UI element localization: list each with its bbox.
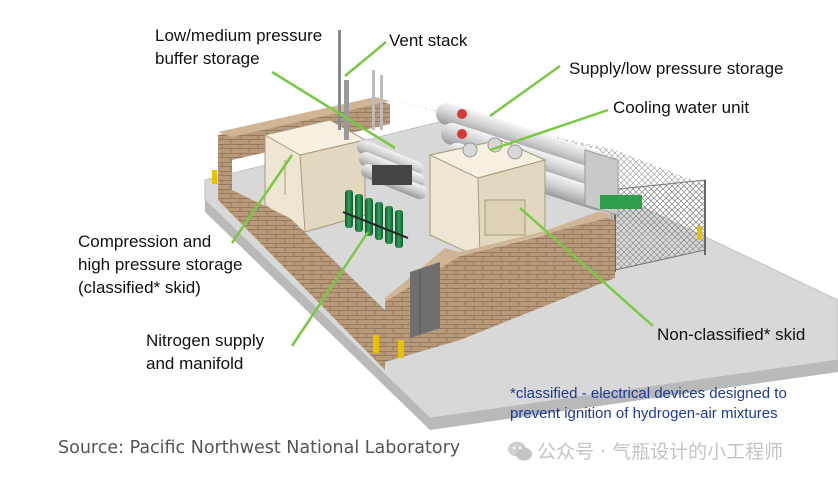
- leader-lines: [230, 41, 654, 347]
- label-line: (classified* skid): [78, 278, 201, 297]
- leader-compression: [230, 154, 294, 244]
- bollard: [373, 335, 379, 353]
- watermark-text: 公众号 · 气瓶设计的小工程师: [537, 441, 784, 463]
- leader-vent: [344, 41, 387, 77]
- footnote-line: *classified - electrical devices designe…: [510, 385, 787, 402]
- nitrogen-bottles: [342, 190, 409, 248]
- wechat-icon: [508, 441, 532, 460]
- bollard: [212, 170, 217, 184]
- bollard: [398, 340, 404, 358]
- non-classified-skid: [428, 137, 547, 259]
- label-non-classified-skid: Non-classified* skid: [657, 325, 806, 344]
- label-line: high pressure storage: [78, 255, 243, 274]
- label-line: Nitrogen supply: [146, 331, 265, 350]
- vent-stack: [338, 30, 383, 140]
- label-line: and manifold: [146, 354, 244, 373]
- label-cooling-water-unit: Cooling water unit: [613, 98, 750, 117]
- label-line: buffer storage: [155, 49, 260, 68]
- label-nitrogen-supply: Nitrogen supply and manifold: [146, 329, 264, 375]
- leader-nitrogen: [290, 231, 370, 347]
- source-credit: Source: Pacific Northwest National Labor…: [58, 438, 461, 458]
- front-brick-wall-left: [232, 190, 385, 360]
- front-wall-top: [385, 211, 615, 302]
- leader-supply: [489, 64, 561, 118]
- footnote-line: prevent ignition of hydrogen-air mixture…: [510, 405, 778, 422]
- footnote: *classified - electrical devices designe…: [510, 384, 787, 424]
- label-line: Compression and: [78, 232, 212, 251]
- label-vent-stack: Vent stack: [389, 31, 468, 50]
- leader-nonclassified: [519, 207, 654, 327]
- front-brick-wall-right: [460, 215, 615, 340]
- label-buffer-storage: Low/medium pressure buffer storage: [155, 24, 322, 70]
- label-compression: Compression and high pressure storage (c…: [78, 230, 242, 299]
- buffer-storage-cylinders: [356, 140, 427, 200]
- wall-doorway: [410, 262, 440, 338]
- label-line: Low/medium pressure: [155, 26, 323, 45]
- label-supply-storage: Supply/low pressure storage: [569, 59, 784, 78]
- leader-buffer: [271, 70, 396, 150]
- leader-cooling: [489, 108, 609, 152]
- fence-bollard: [697, 226, 702, 240]
- watermark: 公众号 · 气瓶设计的小工程师: [507, 437, 783, 464]
